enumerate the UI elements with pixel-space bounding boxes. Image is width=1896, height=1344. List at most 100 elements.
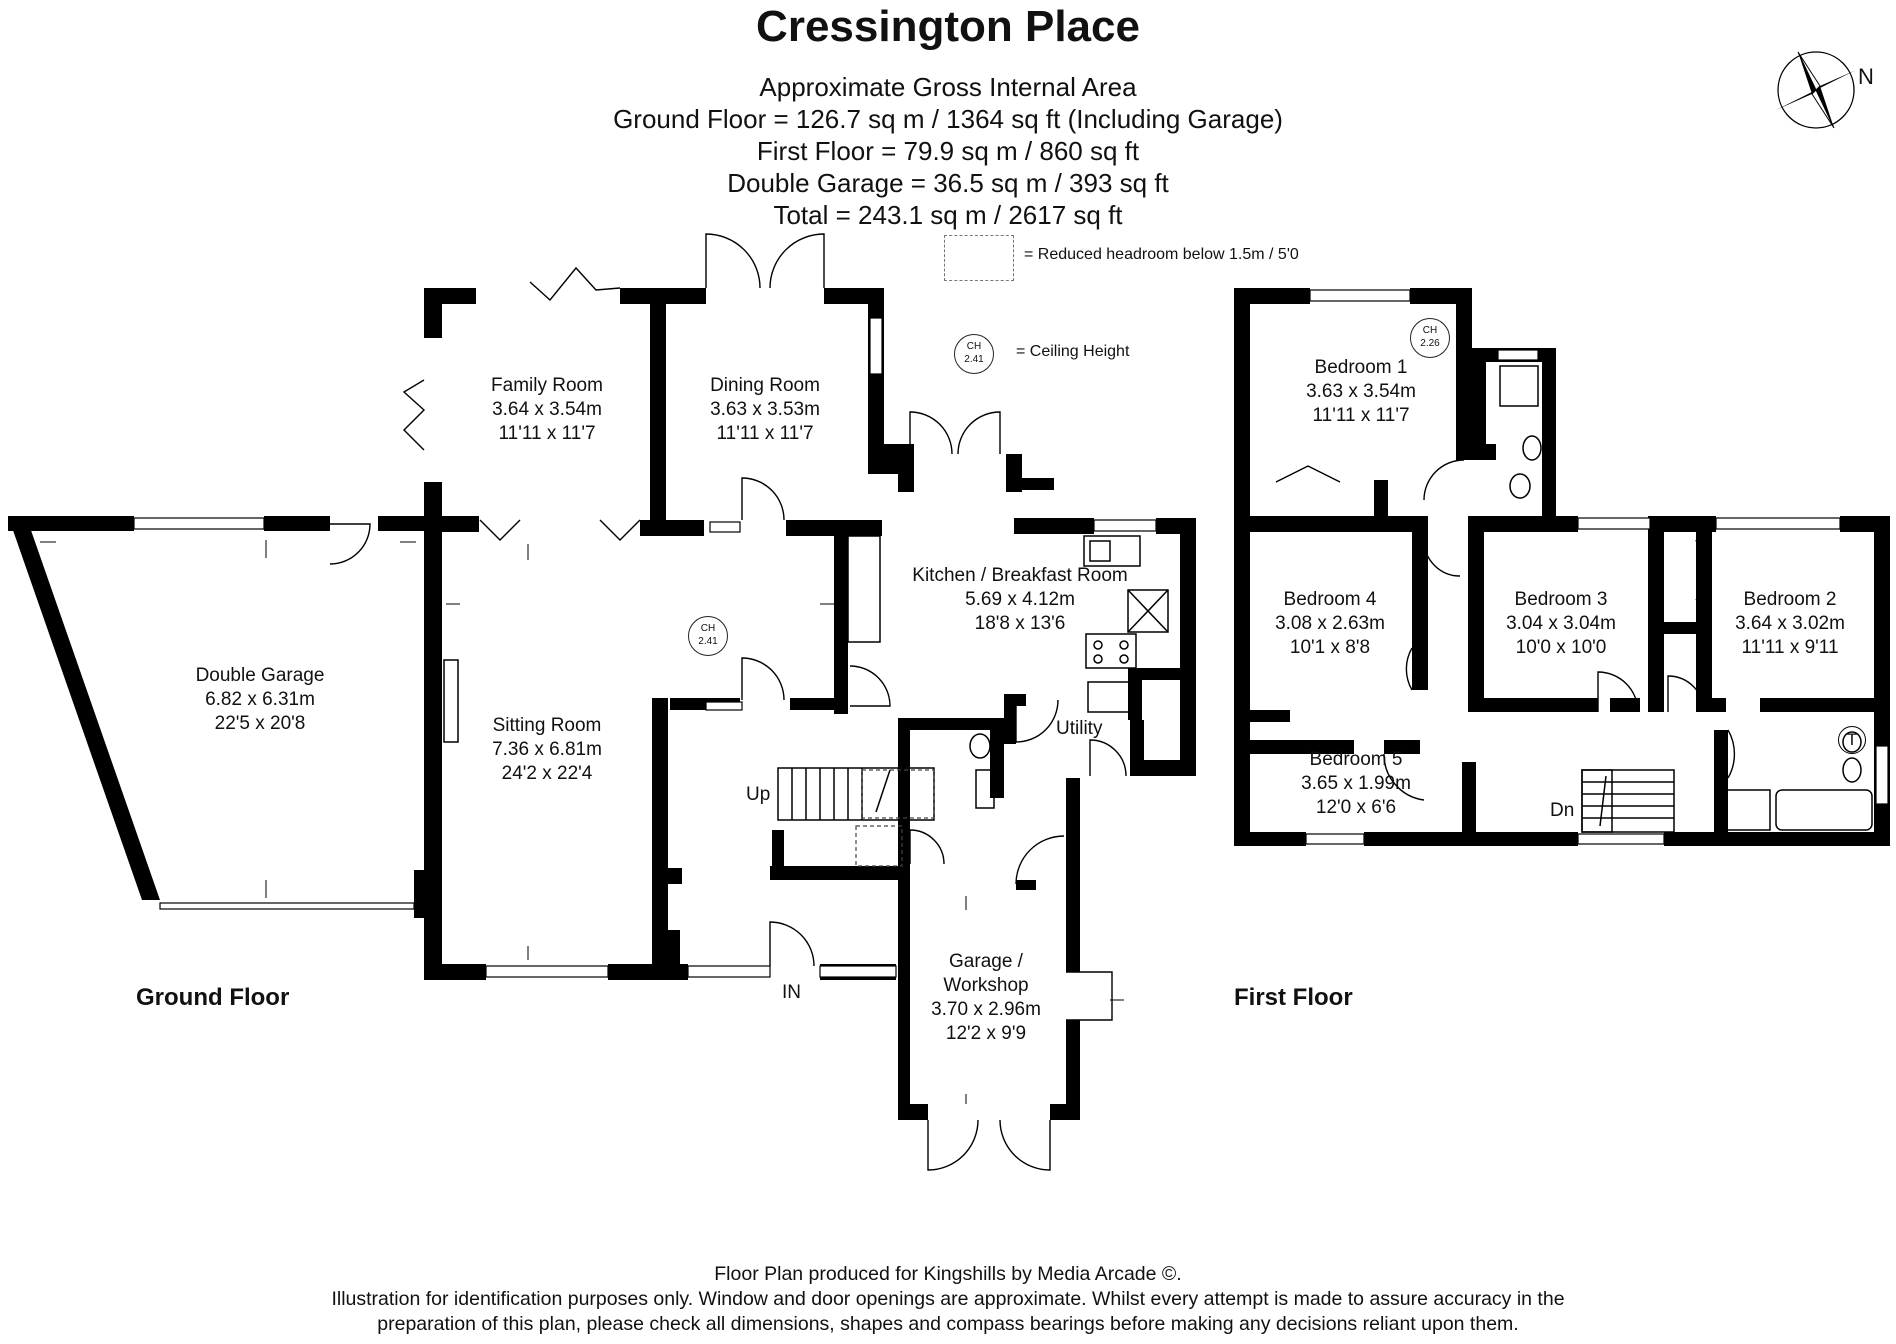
bed3-bottom-a bbox=[1468, 698, 1598, 712]
hall-bottom-wall bbox=[770, 866, 910, 880]
footer-disclaimer-line: preparation of this plan, please check a… bbox=[377, 1313, 1519, 1335]
room-family: Family Room 3.64 x 3.54m 11'11 x 11'7 bbox=[460, 374, 634, 446]
footer-disclaimer: Floor Plan produced for Kingshills by Me… bbox=[0, 1262, 1896, 1337]
room-bedroom-3: Bedroom 3 3.04 x 3.04m 10'0 x 10'0 bbox=[1486, 588, 1636, 660]
room-imperial: 12'0 x 6'6 bbox=[1315, 797, 1397, 818]
bed2-window bbox=[1715, 517, 1841, 530]
oven bbox=[1127, 589, 1169, 633]
ch-abbrev: CH bbox=[700, 623, 716, 634]
room-name: Bedroom 3 bbox=[1514, 589, 1608, 610]
kitchen-french-left bbox=[909, 411, 953, 455]
hob-ring bbox=[1119, 640, 1129, 650]
ground-floor-doors bbox=[329, 233, 1127, 1171]
room-name: Family Room bbox=[491, 375, 603, 396]
kitchen-top-right bbox=[1014, 518, 1094, 534]
family-left-bifold bbox=[402, 379, 426, 451]
room-imperial: 11'11 x 11'7 bbox=[716, 423, 814, 444]
wc-left-wall bbox=[898, 718, 910, 898]
hob-ring bbox=[1093, 640, 1103, 650]
hob-ring bbox=[1093, 654, 1103, 664]
utility-sink bbox=[1087, 681, 1133, 713]
room-name: Double Garage bbox=[195, 665, 325, 686]
room-metric: 3.04 x 3.04m bbox=[1506, 613, 1616, 634]
bed3-right-wall bbox=[1648, 516, 1664, 712]
ensuite-window bbox=[1497, 349, 1539, 361]
sitting-top-mid bbox=[640, 520, 704, 536]
sitting-top-right bbox=[786, 520, 882, 536]
kitchen-top-step bbox=[898, 444, 914, 492]
ensuite-right bbox=[1542, 348, 1556, 524]
workshop-right-lower bbox=[1066, 1020, 1080, 1120]
bed5-right-wall bbox=[1462, 762, 1476, 846]
footer-credit: Floor Plan produced for Kingshills by Me… bbox=[714, 1263, 1182, 1285]
sitting-bifold-b bbox=[599, 519, 641, 541]
sitting-bifold-a bbox=[479, 519, 521, 541]
room-imperial: 22'5 x 20'8 bbox=[214, 713, 306, 734]
hall-top-wall-b bbox=[790, 698, 846, 710]
hob bbox=[1085, 633, 1137, 669]
kitchen-window bbox=[1093, 519, 1157, 532]
ch-value: 2.41 bbox=[698, 636, 718, 647]
ensuite-toilet bbox=[1509, 473, 1531, 499]
room-metric: 3.08 x 2.63m bbox=[1275, 613, 1385, 634]
landing-window bbox=[1577, 833, 1665, 845]
stair-arrow bbox=[875, 769, 891, 813]
total-area: Total = 243.1 sq m / 2617 sq ft bbox=[773, 200, 1123, 230]
room-name: Sitting Room bbox=[492, 715, 602, 736]
bed2-wardrobe bbox=[1656, 622, 1696, 634]
workshop-side-door bbox=[1066, 971, 1113, 1021]
workshop-bottom-left bbox=[898, 1104, 928, 1120]
bed2-left-wall bbox=[1696, 516, 1712, 712]
room-name: Kitchen / Breakfast Room bbox=[912, 565, 1128, 586]
wc-right-wall bbox=[990, 718, 1004, 798]
dimension-ticks bbox=[40, 540, 1124, 1104]
garage-side-door bbox=[329, 523, 371, 565]
stair-outline bbox=[777, 767, 935, 821]
ff-bottom-c bbox=[1664, 832, 1890, 846]
ensuite-left bbox=[1472, 348, 1486, 460]
bed4-right-wall bbox=[1412, 516, 1428, 690]
bed1-bottom bbox=[1234, 516, 1414, 532]
ch-abbrev: CH bbox=[1422, 325, 1438, 336]
bath-window bbox=[1875, 745, 1889, 805]
reduced-headroom-area bbox=[861, 769, 935, 819]
dining-side-window bbox=[869, 317, 883, 375]
sitting-window bbox=[485, 965, 609, 978]
room-metric: 3.65 x 1.99m bbox=[1301, 773, 1411, 794]
room-imperial: 24'2 x 22'4 bbox=[501, 763, 593, 784]
hall-notch bbox=[652, 868, 682, 884]
ff-bottom-b bbox=[1364, 832, 1578, 846]
bed5-window bbox=[1305, 833, 1365, 845]
kitchen-right-wall bbox=[1180, 518, 1196, 776]
workshop-french-left bbox=[927, 1119, 979, 1171]
stairs-up-label: Up bbox=[746, 784, 771, 805]
room-imperial: 11'11 x 11'7 bbox=[1312, 405, 1410, 426]
bed4-wardrobe bbox=[1234, 710, 1290, 722]
bed2-bottom-b bbox=[1760, 698, 1890, 712]
workshop-right-upper bbox=[1066, 778, 1080, 972]
room-name: Garage / bbox=[949, 951, 1023, 972]
kitchen-top-c bbox=[1012, 478, 1054, 490]
stair-arrow bbox=[1599, 775, 1607, 827]
ceiling-height-badge-first: CH 2.26 bbox=[1410, 318, 1450, 358]
stair-half bbox=[1581, 769, 1613, 833]
first-floor-area: First Floor = 79.9 sq m / 860 sq ft bbox=[756, 136, 1140, 166]
bath-basin bbox=[1842, 757, 1862, 783]
room-name-2: Workshop bbox=[943, 975, 1029, 996]
bath-shower bbox=[1719, 789, 1771, 831]
kitchen-left-wall bbox=[834, 536, 848, 714]
room-bedroom-1: Bedroom 1 3.63 x 3.54m 11'11 x 11'7 bbox=[1286, 356, 1436, 428]
room-imperial: 10'1 x 8'8 bbox=[1289, 637, 1371, 658]
double-garage-area: Double Garage = 36.5 sq m / 393 sq ft bbox=[727, 168, 1169, 198]
ceiling-height-badge-ground: CH 2.41 bbox=[688, 616, 728, 656]
compass-rose-icon bbox=[1776, 51, 1856, 129]
first-floor-label: First Floor bbox=[1234, 984, 1353, 1011]
sitting-hall-divider bbox=[652, 698, 668, 964]
dining-right-wall bbox=[868, 288, 884, 474]
room-name: Bedroom 5 bbox=[1309, 749, 1403, 770]
ch-value: 2.41 bbox=[964, 354, 984, 365]
family-bifold-door bbox=[529, 266, 621, 302]
room-metric: 3.64 x 3.02m bbox=[1735, 613, 1845, 634]
bed5-door bbox=[1383, 753, 1425, 801]
hob-ring bbox=[1119, 654, 1129, 664]
